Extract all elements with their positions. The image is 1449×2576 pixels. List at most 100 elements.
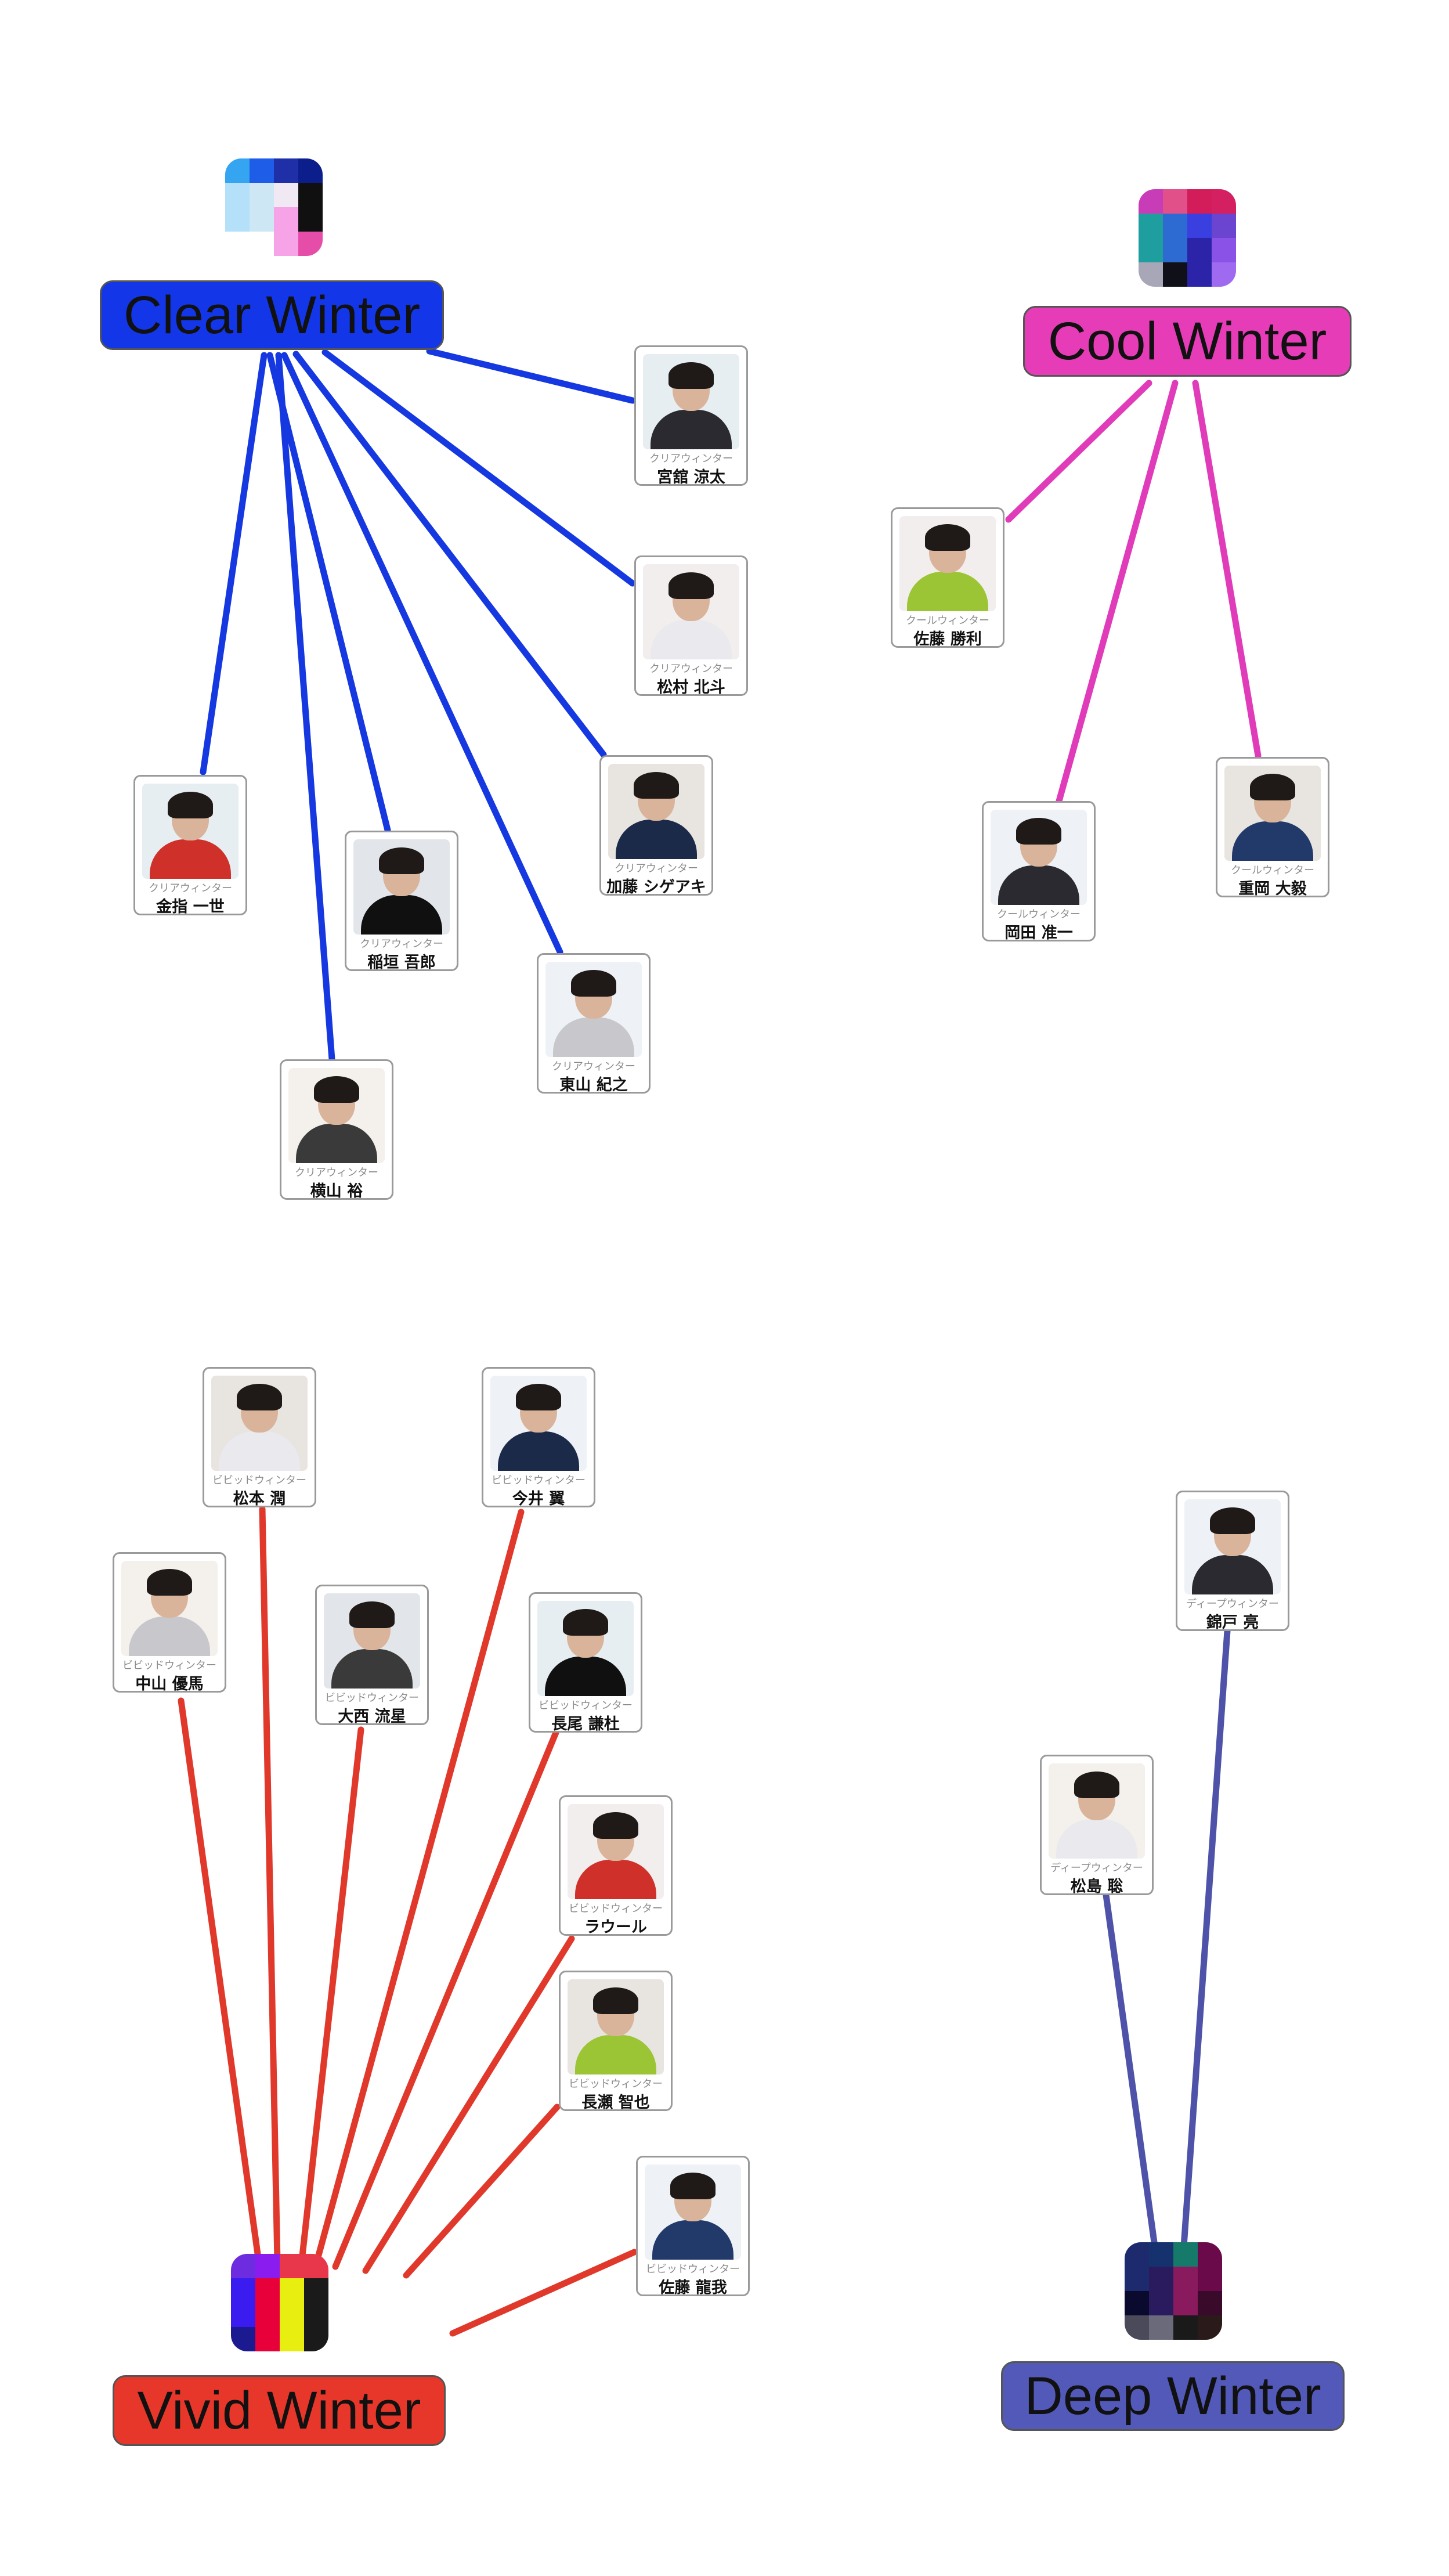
member-card[interactable]: ビビッドウィンター長瀬 智也	[559, 1971, 673, 2112]
member-card[interactable]: クールウィンター佐藤 勝利	[891, 507, 1004, 648]
palette-cell	[298, 183, 323, 207]
member-card[interactable]: クリアウィンター加藤 シゲアキ	[599, 755, 713, 896]
clear-winter-label: Clear Winter	[100, 280, 444, 350]
cool-winter-edge	[1005, 380, 1152, 523]
photo-shape	[361, 895, 442, 935]
member-card[interactable]: クールウィンター岡田 准一	[982, 801, 1096, 942]
palette-cell	[304, 2278, 328, 2303]
vivid-winter-edge	[449, 2249, 638, 2337]
member-card[interactable]: ディープウィンター松島 聡	[1040, 1755, 1154, 1896]
photo-shape	[1232, 821, 1313, 861]
member-photo	[643, 354, 739, 449]
member-card[interactable]: ディープウィンター錦戸 亮	[1176, 1491, 1289, 1632]
palette-cell	[1163, 189, 1187, 214]
member-photo	[545, 962, 642, 1057]
clear-winter-edge	[275, 352, 335, 1063]
member-type-label: ビビッドウィンター	[569, 1903, 663, 1915]
member-type-label: ビビッドウィンター	[539, 1700, 633, 1712]
clear-winter-edge	[200, 352, 268, 775]
vivid-winter-palette-icon	[231, 2254, 328, 2351]
member-card[interactable]: クールウィンター重岡 大毅	[1216, 757, 1329, 898]
photo-shape	[168, 792, 213, 818]
member-card[interactable]: ビビッドウィンターラウール	[559, 1795, 673, 1936]
member-photo	[211, 1376, 308, 1471]
photo-shape	[651, 620, 732, 659]
member-name: 宮舘 涼太	[657, 468, 725, 486]
cool-winter-label: Cool Winter	[1023, 306, 1352, 377]
photo-shape	[571, 970, 616, 997]
photo-shape	[331, 1649, 413, 1689]
palette-cell	[280, 2278, 304, 2303]
palette-cell	[231, 2303, 255, 2327]
palette-cell	[274, 232, 298, 256]
photo-shape	[237, 1384, 282, 1410]
member-type-label: クリアウィンター	[615, 863, 698, 875]
member-name: 長尾 謙杜	[551, 1715, 620, 1733]
palette-cell	[1163, 238, 1187, 262]
deep-winter-edge	[1180, 1628, 1231, 2250]
photo-shape	[563, 1609, 608, 1636]
vivid-winter-edge	[403, 2104, 561, 2279]
clear-winter-palette-icon	[225, 158, 323, 256]
palette-cell	[1198, 2267, 1222, 2291]
member-photo	[142, 784, 239, 879]
clear-winter-edge	[426, 348, 636, 404]
photo-shape	[314, 1076, 359, 1103]
member-photo	[353, 839, 450, 935]
palette-cell	[255, 2254, 280, 2278]
member-card[interactable]: クリアウィンター稲垣 吾郎	[345, 831, 458, 972]
clear-winter-edge	[321, 349, 636, 587]
member-card[interactable]: ビビッドウィンター松本 潤	[203, 1367, 316, 1508]
member-card[interactable]: ビビッドウィンター今井 翼	[482, 1367, 595, 1508]
photo-shape	[1210, 1507, 1255, 1534]
photo-shape	[147, 1569, 192, 1596]
palette-cell	[1173, 2315, 1198, 2340]
palette-cell	[250, 207, 274, 232]
member-type-label: クールウィンター	[906, 615, 989, 627]
vivid-winter-edge	[313, 1509, 525, 2267]
photo-shape	[553, 1018, 634, 1057]
photo-shape	[998, 865, 1079, 905]
member-card[interactable]: ビビッドウィンター中山 優馬	[113, 1552, 226, 1693]
member-card[interactable]: クリアウィンター金指 一世	[133, 775, 247, 916]
member-type-label: クリアウィンター	[360, 938, 443, 950]
member-photo	[608, 764, 704, 859]
vivid-winter-label: Vivid Winter	[113, 2375, 446, 2446]
member-name: 錦戸 亮	[1206, 1614, 1259, 1632]
member-card[interactable]: クリアウィンター東山 紀之	[537, 953, 651, 1094]
member-name: 中山 優馬	[135, 1675, 204, 1693]
member-type-label: ビビッドウィンター	[646, 2263, 740, 2275]
vivid-winter-edge	[178, 1697, 262, 2261]
photo-shape	[516, 1384, 561, 1410]
deep-winter-label: Deep Winter	[1001, 2361, 1345, 2431]
member-photo	[121, 1561, 218, 1656]
member-card[interactable]: ビビッドウィンター長尾 謙杜	[529, 1592, 642, 1733]
member-type-label: ビビッドウィンター	[492, 1474, 586, 1487]
vivid-winter-edge	[332, 1729, 559, 2270]
palette-cell	[1139, 214, 1163, 238]
member-photo	[1184, 1499, 1281, 1594]
member-card[interactable]: クリアウィンター松村 北斗	[634, 555, 748, 697]
palette-cell	[1149, 2291, 1173, 2315]
deep-winter-edge	[1103, 1892, 1158, 2250]
photo-shape	[593, 1812, 638, 1839]
palette-cell	[280, 2303, 304, 2327]
member-card[interactable]: クリアウィンター宮舘 涼太	[634, 345, 748, 486]
photo-shape	[1074, 1772, 1119, 1798]
member-photo	[568, 1804, 664, 1899]
member-card[interactable]: クリアウィンター横山 裕	[280, 1059, 393, 1200]
member-card[interactable]: ビビッドウィンター大西 流星	[315, 1585, 429, 1726]
photo-shape	[907, 572, 988, 611]
member-name: ラウール	[584, 1918, 647, 1936]
photo-shape	[575, 1860, 656, 1899]
member-card[interactable]: ビビッドウィンター佐藤 龍我	[636, 2156, 750, 2297]
photo-shape	[575, 2035, 656, 2074]
member-name: 佐藤 勝利	[913, 630, 982, 648]
photo-shape	[651, 410, 732, 449]
photo-shape	[150, 839, 231, 879]
palette-cell	[250, 158, 274, 183]
member-name: 横山 裕	[310, 1182, 363, 1200]
palette-cell	[1149, 2267, 1173, 2291]
palette-cell	[1187, 262, 1212, 287]
